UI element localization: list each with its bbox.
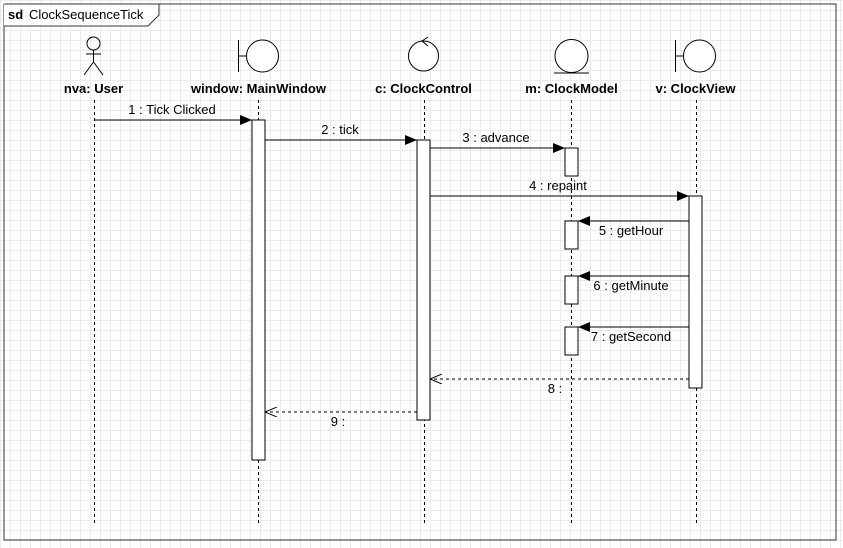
return-label: 8 :: [548, 381, 562, 396]
activation-bar-model: [564, 326, 579, 356]
frame-keyword: sd: [8, 7, 23, 22]
entity-icon: [554, 39, 589, 74]
lifeline-label-window: window: MainWindow: [190, 81, 327, 96]
frame-title: ClockSequenceTick: [29, 7, 144, 22]
activation-bar-control: [416, 139, 431, 421]
boundary-icon: [675, 39, 716, 73]
activation-bar-model: [564, 147, 579, 177]
frame-border: [3, 3, 837, 541]
control-icon: [408, 36, 439, 72]
return-label: 9 :: [331, 414, 345, 429]
lifeline-label-model: m: ClockModel: [525, 81, 617, 96]
message-label: 4 : repaint: [529, 178, 587, 193]
message-label: 7 : getSecond: [591, 329, 671, 344]
message-label: 1 : Tick Clicked: [128, 102, 215, 117]
activation-bar-window: [251, 119, 266, 461]
boundary-icon: [238, 39, 279, 73]
frame-tab: [4, 3, 160, 27]
lifeline-label-control: c: ClockControl: [375, 81, 472, 96]
message-label: 5 : getHour: [599, 223, 664, 238]
lifeline-label-user: nva: User: [64, 81, 123, 96]
activation-bar-model: [564, 275, 579, 305]
activation-bar-model: [564, 220, 579, 250]
message-label: 2 : tick: [321, 122, 359, 137]
lifeline-label-view: v: ClockView: [656, 81, 737, 96]
actor-icon: [83, 36, 104, 76]
message-label: 3 : advance: [462, 130, 529, 145]
activation-bar-view: [688, 195, 703, 389]
message-label: 6 : getMinute: [593, 278, 668, 293]
